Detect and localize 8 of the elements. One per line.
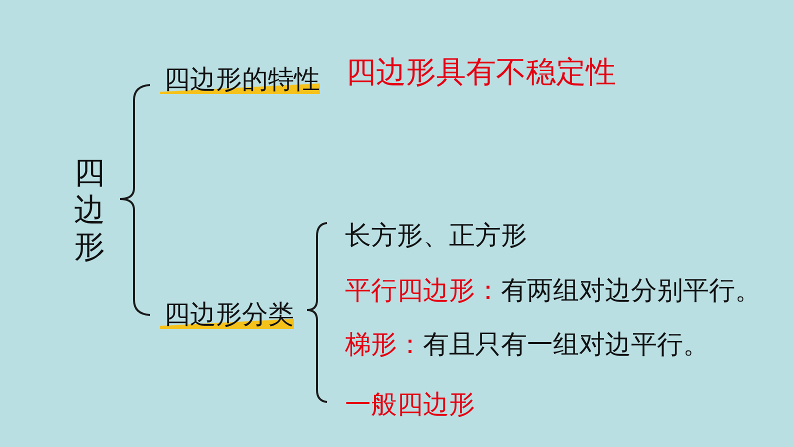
category-label: 一般四边形 (345, 391, 475, 417)
statement-text: 四边形具有不稳定性 (346, 58, 616, 88)
category-label: 长方形、正方形 (345, 222, 527, 248)
definition-text: 有两组对边分别平行。 (501, 277, 761, 303)
category-label: 梯形： (345, 331, 423, 357)
topic-label: 四边形 (74, 154, 105, 265)
definition-text: 有且只有一组对边平行。 (423, 331, 709, 357)
category-label: 平行四边形： (345, 277, 501, 303)
